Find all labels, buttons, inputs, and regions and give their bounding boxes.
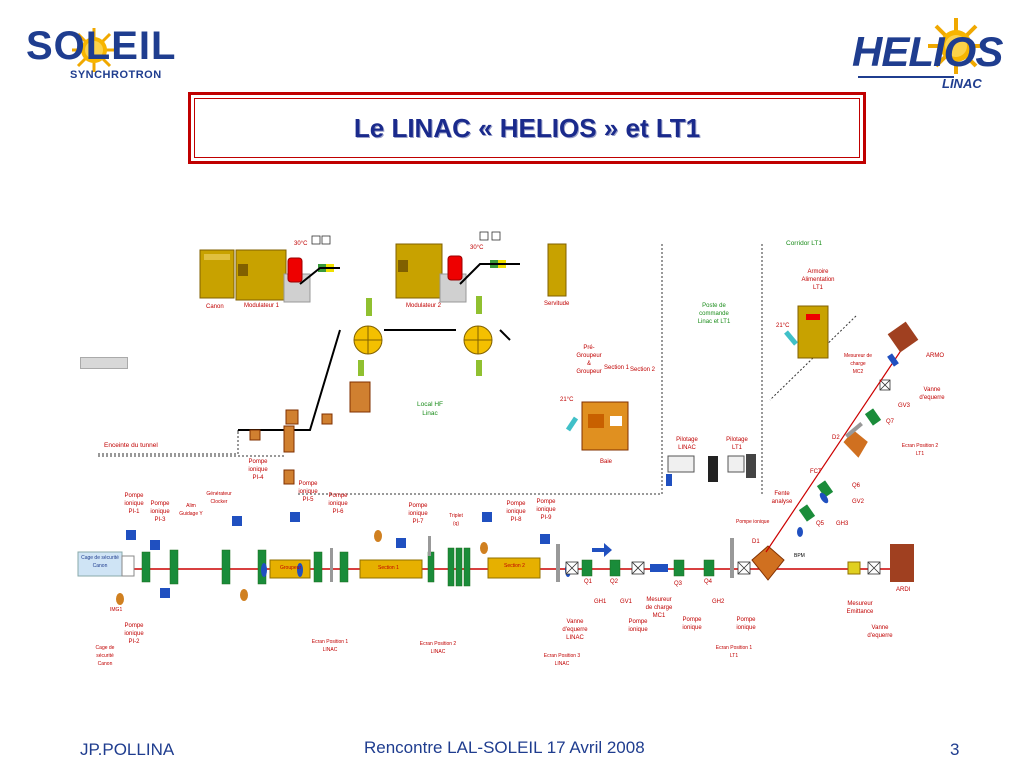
ardi-label: ARDI [896, 587, 911, 593]
sun-icon [72, 28, 116, 72]
ecran-linac3-label: Ecran Position 3 LINAC [543, 653, 581, 667]
ecran-linac2-label: Ecran Position 2 LINAC [419, 641, 457, 655]
triplet-label: Triplet (q) [449, 513, 463, 527]
pi6-label: Pompe ionique PI-6 [328, 493, 348, 515]
cage-securite-label: Cage de sécurité Canon [81, 555, 119, 569]
canon-rack [199, 249, 235, 299]
d2-label: D2 [832, 435, 840, 441]
pi9-label: Pompe ionique PI-9 [536, 499, 556, 521]
pregroupeur-label: Pré- Groupeur & Groupeur [576, 345, 602, 375]
q3-label: Q3 [674, 581, 683, 587]
footer-author: JP.POLLINA [80, 740, 175, 759]
pi3-label: Pompe ionique PI-3 [150, 501, 170, 523]
armo-label: ARMO [926, 353, 944, 359]
groupeur-section-label: Groupeur [280, 565, 302, 571]
enceinte-label: Enceinte du tunnel [104, 442, 158, 449]
corridor-label: Corridor LT1 [786, 240, 823, 247]
armoire-label: Armoire Alimentation LT1 [801, 269, 835, 291]
pi5-label: Pompe ionique PI-5 [298, 481, 318, 503]
section1-beam-label: Section 1 [378, 565, 399, 571]
img1-label: IMG1 [110, 607, 123, 613]
vanne-linac-label: Vanne d'equerre LINAC [562, 619, 588, 641]
local-hf-label: Local HF Linac [416, 401, 443, 417]
helios-name: HELIOS [852, 28, 1003, 75]
footer-page-number: 3 [950, 740, 960, 759]
temp-label-4: 21°C [776, 323, 790, 329]
ecran-linac1-label: Ecran Position 1 LINAC [311, 639, 349, 653]
soleil-name: SOLEIL [26, 24, 177, 68]
linac-diagram [77, 231, 919, 605]
poste-label: Poste de commande Linac et LT1 [697, 303, 731, 325]
gh3-label: GH3 [836, 521, 849, 527]
modulateur1-label: Modulateur 1 [244, 303, 280, 309]
pompe-ionique-a-label: Pompe ionique [628, 619, 648, 633]
pompe-ionique-lt1-label: Pompe ionique [736, 519, 770, 525]
footer-event: Rencontre LAL-SOLEIL 17 Avril 2008 [364, 738, 645, 757]
ecran-lt1-label: Ecran Position 1 LT1 [715, 645, 753, 659]
fct-lt1-label: FCT [810, 469, 822, 475]
gh2-label: GH2 [712, 599, 725, 605]
gv2-label: GV2 [852, 499, 865, 505]
pilotage-linac-label: Pilotage LINAC [676, 437, 698, 451]
baie-label: Baie [600, 459, 613, 465]
gv3-label: GV3 [898, 403, 911, 409]
bpm-label: BPM [794, 553, 805, 559]
emittance-label: Mesureur Emittance [846, 601, 874, 615]
section2-beam-label: Section 2 [504, 563, 525, 569]
vanne-gv3-label: Vanne d'equerre [919, 387, 945, 401]
q2-label: Q2 [610, 579, 619, 585]
mc1-label: Mesureur de charge MC1 [645, 597, 673, 619]
pi2-label: Pompe ionique PI-2 [124, 623, 144, 645]
canon-label: Canon [206, 304, 224, 310]
servitude-label: Servitude [544, 301, 570, 307]
gv1-label: GV1 [620, 599, 633, 605]
generateur-label: Générateur Clocker [206, 491, 232, 505]
q5-label: Q5 [816, 521, 825, 527]
d1-label: D1 [752, 539, 760, 545]
alim-guidage-label: Alim Guidage Y [179, 503, 203, 517]
page-title: Le LINAC « HELIOS » et LT1 [353, 113, 701, 143]
pi8-label: Pompe ionique PI-8 [506, 501, 526, 523]
pi4-label: Pompe ionique PI-4 [248, 459, 268, 481]
q6-label: Q6 [852, 483, 861, 489]
legend-bar [80, 357, 128, 369]
pi1-label: Pompe ionique PI-1 [124, 493, 144, 515]
mc2-label: Mesureur de charge MC2 [843, 353, 873, 375]
synchrotron-label: SYNCHROTRON [70, 69, 162, 81]
pompe-ionique-b-label: Pompe ionique [682, 617, 702, 631]
temp-label-3: 21°C [560, 397, 574, 403]
linac-label: LINAC [942, 76, 982, 91]
modulateur2-label: Modulateur 2 [406, 303, 442, 309]
q4-label: Q4 [704, 579, 713, 585]
title-box: Le LINAC « HELIOS » et LT1 [188, 92, 866, 164]
cage-securite-2-label: Cage de sécurité Canon [95, 645, 115, 667]
gh1-label: GH1 [594, 599, 607, 605]
fente-label: Fente analyse [771, 491, 793, 505]
section2-label: Section 2 [630, 367, 656, 373]
temp-label-1: 30°C [294, 241, 308, 247]
pi7-label: Pompe ionique PI-7 [408, 503, 428, 525]
soleil-logo: SOLEIL SYNCHROTRON [26, 20, 186, 84]
q7-label: Q7 [886, 419, 895, 425]
pompe-ionique-c-label: Pompe ionique [736, 617, 756, 631]
pilotage-lt1-label: Pilotage LT1 [726, 437, 748, 451]
helios-underline [858, 76, 954, 78]
section1-label: Section 1 [604, 365, 630, 371]
temp-label-2: 30°C [470, 245, 484, 251]
vanne-end-label: Vanne d'equerre [867, 625, 893, 639]
ecran-lt1-2-label: Ecran Position 2 LT1 [901, 443, 939, 457]
sun-icon [928, 18, 984, 74]
helios-logo: HELIOS LINAC [848, 16, 1008, 92]
q1-label: Q1 [584, 579, 593, 585]
